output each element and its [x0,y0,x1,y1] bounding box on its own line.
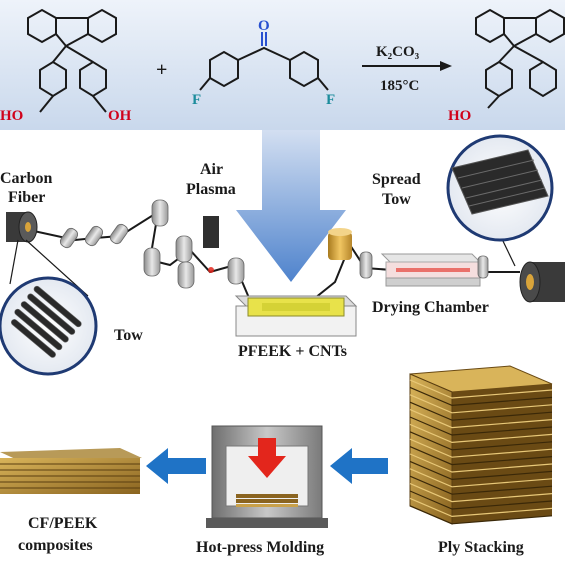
reagent-label: K₂CO₃ [376,44,420,60]
carbonyl-oxygen-label: O [258,18,270,34]
bisphenol-fluorene-molecule [27,8,117,113]
carbon-fiber-spool [6,211,38,243]
hot-press-label: Hot-press Molding [196,539,324,556]
plasma-spot [208,267,214,273]
take-up-spool [519,261,565,303]
ply-layer [409,423,553,444]
fluorine-label-right: F [326,92,335,108]
ply-layer [409,386,553,407]
ply-layer [409,483,553,503]
guide-rollers [59,199,245,289]
air-plasma-nozzle [203,216,219,248]
ply-layer [409,409,553,429]
tow-filament-bundle [11,285,82,358]
polymer-product-molecule [475,8,565,109]
carbon-fiber-label-line1: Carbon [0,170,53,187]
ply-layer [409,438,553,458]
resin-bath [234,295,358,337]
tow-lens-pointer-left [9,239,19,285]
ply-layer [409,475,553,495]
spread-tow-label-line1: Spread [372,171,421,188]
ply-layer [409,416,553,436]
ply-layer [409,379,553,399]
plus-sign: + [156,59,167,81]
ply-layer [409,431,553,451]
flow-arrow-to-composites [146,448,206,484]
ply-layer [409,460,553,481]
product-hydroxyl-label: HO [448,108,471,124]
spread-tow-label-line2: Tow [382,191,411,208]
drying-chamber-label: Drying Chamber [372,299,489,316]
composites-label-line2: composites [18,537,93,554]
ply-stack [409,365,553,525]
ply-layer [409,394,553,414]
air-plasma-label-line1: Air [200,161,223,178]
hydroxyl-label-left: HO [0,108,23,124]
press-down-arrow [248,438,286,478]
guide-roller-exit [477,255,489,279]
flow-arrow-to-molding [330,448,388,484]
feed-down-arrow [236,130,346,282]
ply-layer-lines [409,379,553,525]
composites-label-line1: CF/PEEK [28,515,98,532]
hydroxyl-label-right: OH [108,108,132,124]
ply-layer [409,497,553,518]
ply-layer [409,401,553,421]
fluorine-label-left: F [192,92,201,108]
tow-label: Tow [114,327,143,344]
ply-layer [409,490,553,510]
cfpeek-laminate [0,448,142,494]
drying-chamber [380,253,482,287]
ply-layer [409,446,553,466]
reaction-band [0,0,565,130]
temperature-label: 185°C [380,78,419,94]
bath-label: PFEEK + CNTs [238,343,347,360]
gold-roller [328,228,352,260]
air-plasma-label-line2: Plasma [186,181,236,198]
reaction-arrow-head [440,61,452,71]
carbon-fiber-label-line2: Fiber [8,189,45,206]
guide-roller-right [359,251,373,279]
spread-tow-sheet [451,149,549,215]
ply-layer [409,505,553,525]
ply-layer [409,453,553,473]
ply-layer [409,468,553,488]
difluorobenzophenone-molecule [199,32,329,91]
ply-stacking-label: Ply Stacking [438,539,524,556]
